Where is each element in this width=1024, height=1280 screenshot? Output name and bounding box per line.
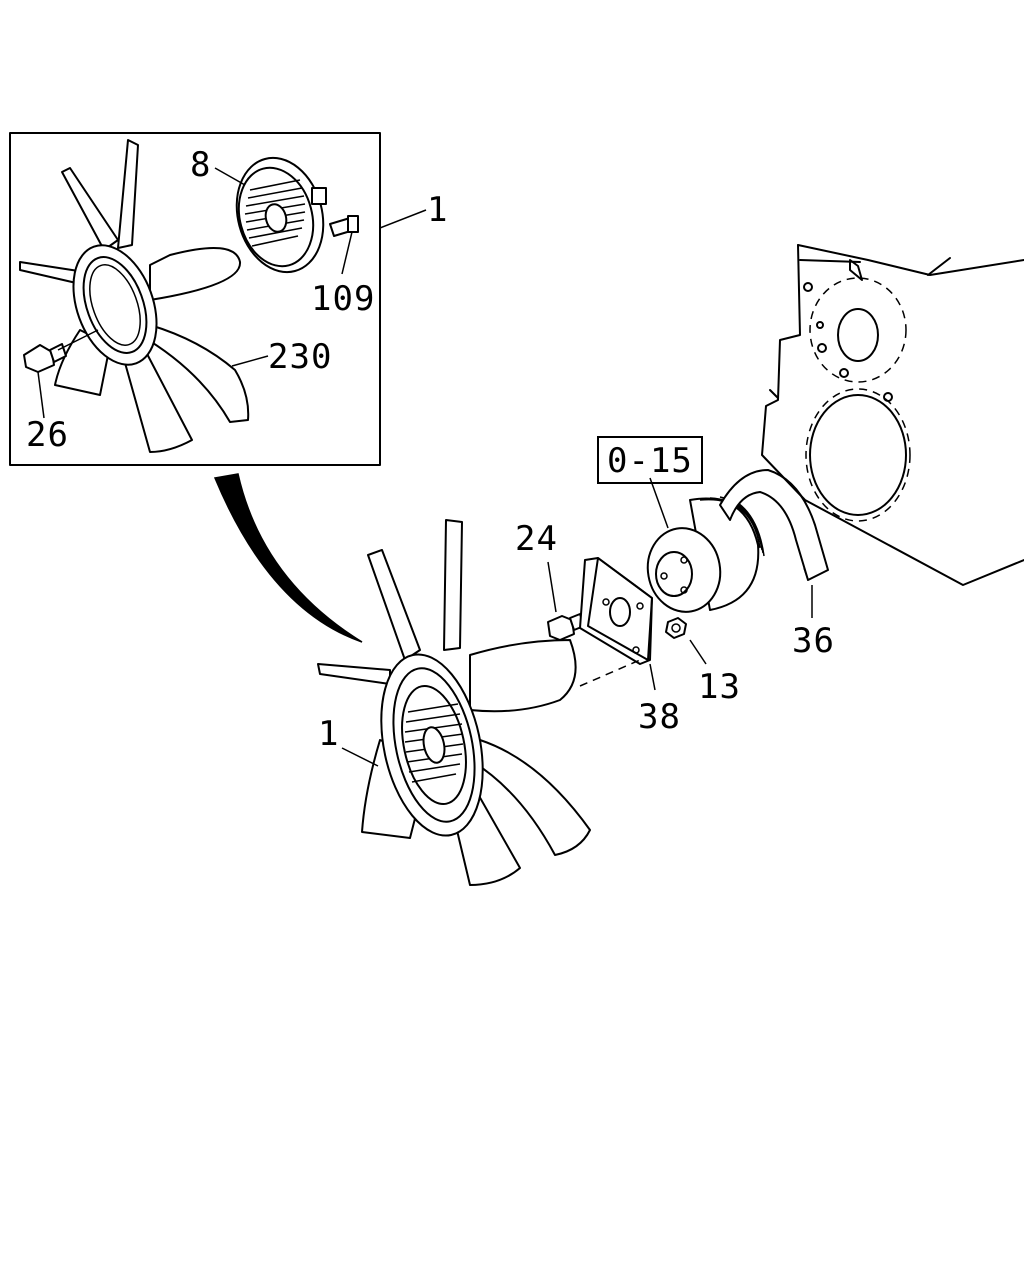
callout-fan-bolt: 26 xyxy=(26,415,69,455)
callout-belt: 36 xyxy=(792,621,835,661)
callout-fan-assembly-main: 1 xyxy=(318,714,340,754)
belt-cover xyxy=(719,469,829,581)
callout-fan-clutch: 8 xyxy=(190,145,212,185)
engine-front-cover xyxy=(761,244,1024,586)
callout-bracket: 38 xyxy=(638,697,681,737)
main-fan-assembly xyxy=(317,519,591,886)
inset-frame xyxy=(9,132,381,466)
callout-clutch-bolt: 109 xyxy=(311,279,376,319)
callout-fan-blade: 230 xyxy=(268,337,333,377)
callout-pulley-bolt: 24 xyxy=(515,519,558,559)
curved-arrow xyxy=(213,473,363,643)
callout-fan-assembly-inset: 1 xyxy=(427,190,449,230)
main-leaders xyxy=(341,477,813,767)
inset-clutch-bolt xyxy=(329,215,359,237)
bracket xyxy=(579,557,653,665)
nut xyxy=(665,617,687,639)
inset-fan-clutch xyxy=(235,156,327,274)
inset-fan-blade xyxy=(19,139,250,453)
callout-nut: 13 xyxy=(698,667,741,707)
pulley-bolt xyxy=(547,613,585,641)
bolt-axis-line xyxy=(579,659,641,687)
inset-leaders xyxy=(37,167,427,419)
callout-reference-group: 0-15 xyxy=(597,436,703,484)
pulley xyxy=(646,496,765,613)
